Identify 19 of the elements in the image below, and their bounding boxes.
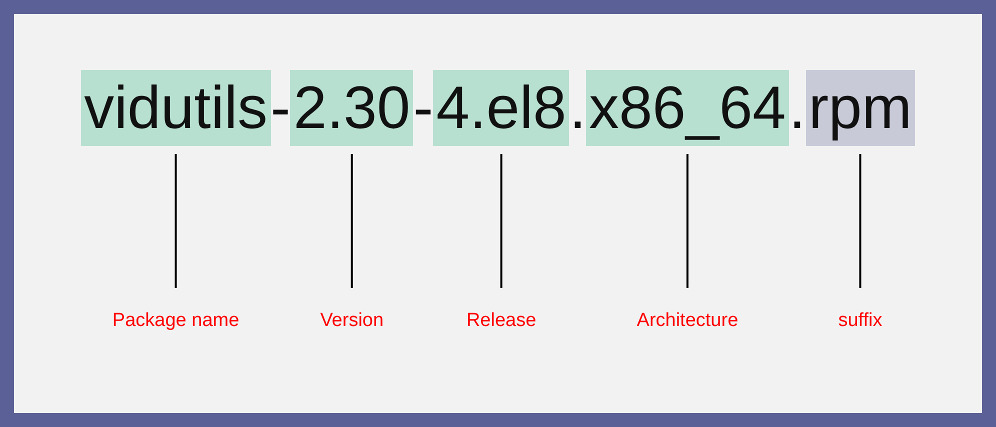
separator-mark: . <box>788 73 806 143</box>
part-label: Package name <box>112 310 240 332</box>
part-label: Version <box>320 310 384 332</box>
leader-line <box>686 154 688 288</box>
part-label: Architecture <box>636 310 738 332</box>
leader-line <box>859 154 862 288</box>
leader-line <box>174 154 177 288</box>
highlighted-segment: vidutils <box>81 70 270 146</box>
highlighted-segment: 2.30 <box>290 70 414 146</box>
separator-mark: - <box>413 73 434 143</box>
part-label: Release <box>466 310 536 332</box>
highlighted-segment: rpm <box>806 70 915 146</box>
highlighted-segment: 4.el8 <box>433 70 570 146</box>
highlighted-segment: x86_64 <box>586 70 789 146</box>
leader-line <box>350 154 353 288</box>
leader-line <box>500 154 502 288</box>
separator-mark: - <box>270 73 290 143</box>
separator-mark: . <box>569 73 586 143</box>
part-label: suffix <box>838 310 882 332</box>
